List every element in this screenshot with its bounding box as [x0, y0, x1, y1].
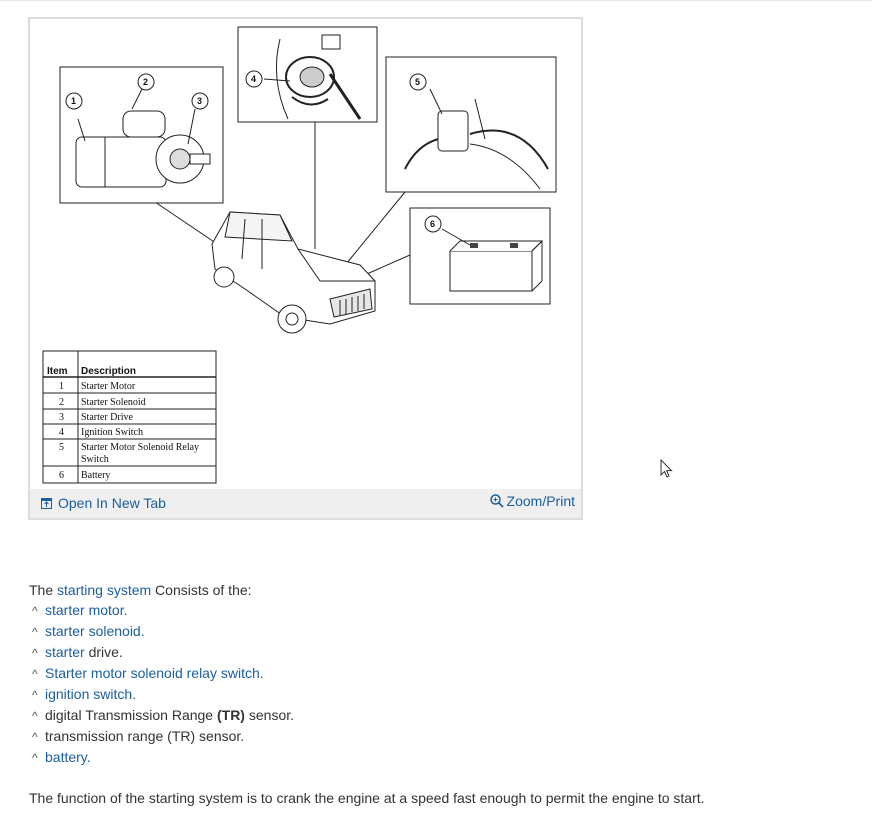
bullet-caret-icon: ^: [32, 667, 38, 681]
table-row-item: 2: [59, 397, 64, 408]
function-paragraph: The function of the starting system is t…: [29, 790, 705, 806]
battery-link[interactable]: battery.: [45, 749, 91, 765]
components-list: ^ starter motor. ^ starter solenoid. ^ star…: [29, 600, 849, 768]
intro-paragraph: The starting system Consists of the:: [29, 580, 849, 600]
list-item: ^ ignition switch.: [29, 684, 849, 705]
table-row-item: 1: [59, 381, 64, 392]
starter-motor-illustration: [59, 66, 224, 204]
list-item: ^ starter drive.: [29, 642, 849, 663]
intro-lead: The: [29, 582, 58, 598]
magnifier-plus-icon: [489, 494, 504, 508]
table-header-item: Item: [47, 366, 68, 377]
starter-motor-link[interactable]: starter motor.: [45, 602, 128, 618]
callout-3: 3: [197, 96, 202, 106]
table-row-desc: Battery: [81, 470, 110, 481]
item-description-table: Item Description 1 Starter Motor 2 Start…: [42, 350, 217, 484]
list-item: ^ Starter motor solenoid relay switch.: [29, 663, 849, 684]
starter-solenoid-link[interactable]: starter solenoid.: [45, 623, 145, 639]
table-row-desc: Starter Motor Solenoid Relay: [81, 442, 199, 453]
list-item-text: drive.: [84, 644, 123, 660]
starter-relay-switch-link[interactable]: Starter motor solenoid relay switch.: [45, 665, 264, 681]
table-row-desc: Ignition Switch: [81, 427, 143, 438]
bullet-caret-icon: ^: [32, 751, 38, 765]
callout-4: 4: [251, 74, 256, 84]
table-row-desc: Starter Drive: [81, 412, 133, 423]
mouse-cursor-icon: [660, 459, 673, 478]
table-row-item: 6: [59, 470, 64, 481]
table-row-desc-cont: Switch: [81, 454, 109, 465]
callout-1: 1: [71, 96, 76, 106]
article-text: The starting system Consists of the: ^ st…: [29, 580, 849, 808]
callout-2: 2: [143, 77, 148, 87]
bullet-caret-icon: ^: [32, 709, 38, 723]
list-item: ^ battery.: [29, 747, 849, 768]
table-header-description: Description: [81, 366, 136, 377]
bullet-caret-icon: ^: [32, 730, 38, 744]
list-item-text: sensor.: [244, 707, 295, 723]
list-item: ^ starter solenoid.: [29, 621, 849, 642]
zoom-print-label: Zoom/Print: [506, 493, 575, 509]
callout-5: 5: [415, 77, 420, 87]
bullet-caret-icon: ^: [32, 625, 38, 639]
bullet-caret-icon: ^: [32, 688, 38, 702]
list-item: ^ starter motor.: [29, 600, 849, 621]
ignition-switch-link[interactable]: ignition switch.: [45, 686, 137, 702]
top-divider: [0, 0, 872, 1]
table-row-desc: Starter Solenoid: [81, 397, 146, 408]
callout-6: 6: [430, 219, 435, 229]
open-in-new-tab-label: Open In New Tab: [58, 495, 166, 511]
intro-rest: Consists of the:: [151, 582, 252, 598]
open-in-new-tab-button[interactable]: Open In New Tab: [41, 495, 166, 511]
table-row-item: 5: [59, 442, 64, 453]
list-item: ^ digital Transmission Range (TR) sensor.: [29, 705, 849, 726]
table-row-item: 4: [59, 427, 64, 438]
table-row-item: 3: [59, 412, 64, 423]
starter-link[interactable]: starter: [45, 644, 85, 660]
zoom-print-button[interactable]: Zoom/Print: [489, 493, 575, 509]
starting-system-link[interactable]: starting system: [57, 582, 152, 598]
starting-system-figure: 1 2 3 4 5: [28, 17, 583, 520]
bullet-caret-icon: ^: [32, 604, 38, 618]
bullet-caret-icon: ^: [32, 646, 38, 660]
vehicle-illustration: [211, 211, 376, 334]
starting-system-diagram: 1 2 3 4 5: [42, 26, 557, 484]
open-in-new-tab-icon: [41, 497, 52, 509]
figure-toolbar: Open In New Tab Zoom/Print: [30, 489, 581, 518]
table-row-desc: Starter Motor: [81, 381, 136, 392]
list-item: ^ transmission range (TR) sensor.: [29, 726, 849, 747]
list-item-text: digital Transmission Range: [45, 707, 217, 723]
list-item-text: transmission range (TR) sensor.: [45, 728, 245, 744]
list-item-bold: (TR): [216, 707, 245, 723]
